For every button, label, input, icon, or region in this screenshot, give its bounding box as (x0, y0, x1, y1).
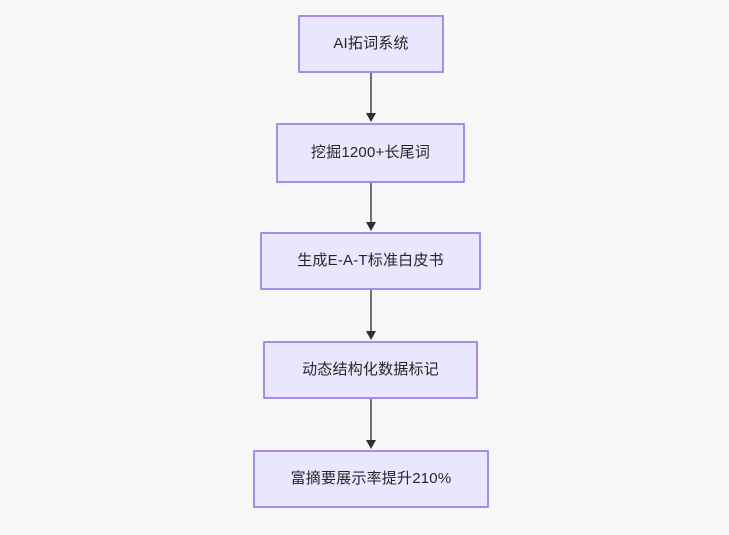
edge-line (370, 290, 372, 332)
edge-line (370, 183, 372, 223)
arrow-down-icon (366, 113, 376, 122)
flow-node-label: AI拓词系统 (333, 35, 409, 52)
arrow-down-icon (366, 331, 376, 340)
flow-node-mine-longtail-keywords[interactable]: 挖掘1200+长尾词 (276, 123, 465, 183)
arrow-down-icon (366, 440, 376, 449)
flow-node-label: 富摘要展示率提升210% (290, 470, 452, 487)
arrow-down-icon (366, 222, 376, 231)
edge-line (370, 73, 372, 114)
flow-node-label: 生成E-A-T标准白皮书 (297, 252, 444, 269)
flow-node-label: 挖掘1200+长尾词 (310, 144, 431, 161)
edge-line (370, 399, 372, 441)
flow-node-ai-keyword-system[interactable]: AI拓词系统 (298, 15, 444, 73)
flow-node-rich-snippet-impression-increase[interactable]: 富摘要展示率提升210% (253, 450, 489, 508)
flow-node-generate-eat-whitepaper[interactable]: 生成E-A-T标准白皮书 (260, 232, 481, 290)
flow-node-dynamic-structured-data-markup[interactable]: 动态结构化数据标记 (263, 341, 478, 399)
flow-node-label: 动态结构化数据标记 (302, 361, 439, 378)
